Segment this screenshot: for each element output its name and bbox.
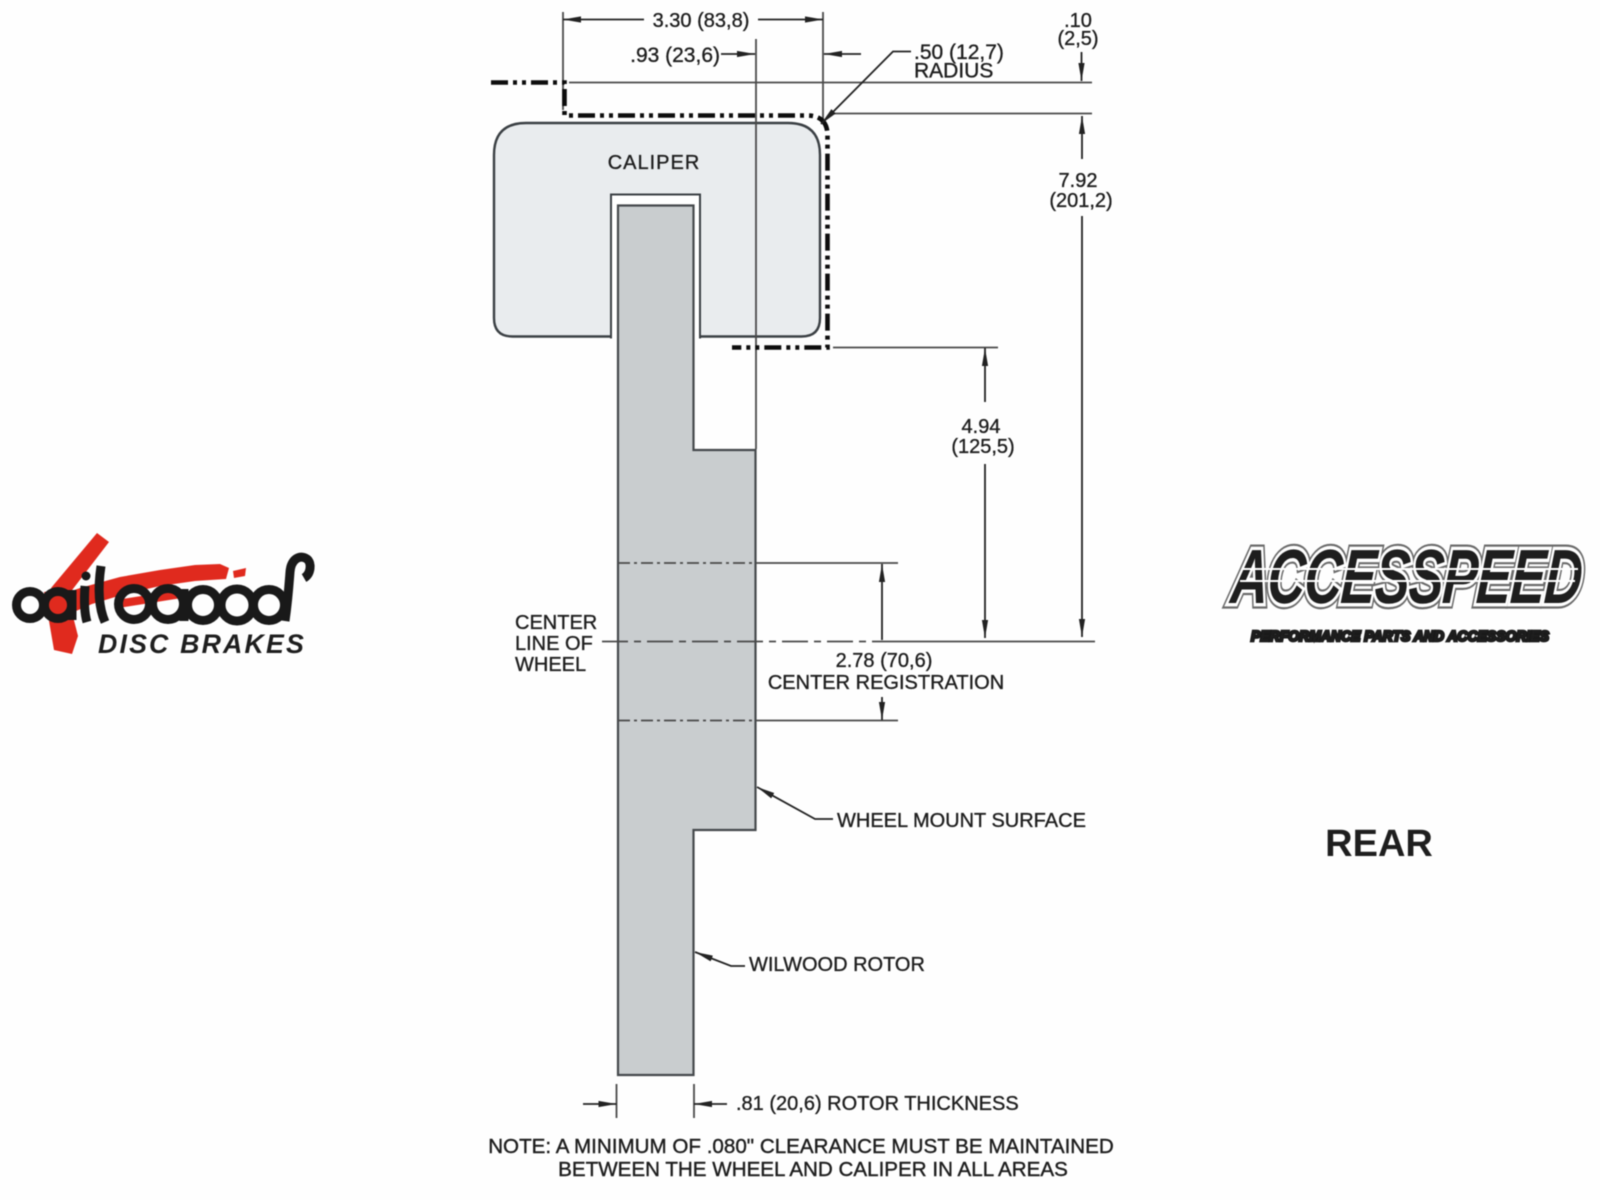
- svg-text:(201,2): (201,2): [1049, 190, 1112, 212]
- svg-text:ACCESSPEED: ACCESSPEED: [1227, 533, 1585, 619]
- svg-text:REAR: REAR: [1325, 823, 1433, 865]
- svg-text:NOTE: A MINIMUM OF .080" CLEAR: NOTE: A MINIMUM OF .080" CLEARANCE MUST …: [488, 1135, 1114, 1158]
- svg-text:RADIUS: RADIUS: [914, 60, 993, 83]
- svg-text:.81 (20,6) ROTOR THICKNESS: .81 (20,6) ROTOR THICKNESS: [736, 1093, 1019, 1115]
- svg-text:.93 (23,6): .93 (23,6): [630, 44, 720, 67]
- svg-text:3.30 (83,8): 3.30 (83,8): [653, 10, 750, 32]
- svg-text:BETWEEN THE WHEEL AND CALIPER: BETWEEN THE WHEEL AND CALIPER IN ALL ARE…: [558, 1158, 1068, 1181]
- svg-text:ACCESSPEED: ACCESSPEED: [1227, 533, 1585, 619]
- svg-text:WHEEL MOUNT SURFACE: WHEEL MOUNT SURFACE: [837, 810, 1086, 832]
- svg-text:CENTER: CENTER: [515, 612, 597, 634]
- svg-text:(125,5): (125,5): [951, 436, 1014, 458]
- svg-text:4.94: 4.94: [962, 416, 1001, 438]
- svg-text:2.78 (70,6): 2.78 (70,6): [836, 650, 933, 672]
- svg-text:.50 (12,7): .50 (12,7): [914, 41, 1004, 64]
- svg-text:(2,5): (2,5): [1057, 28, 1098, 50]
- svg-text:CENTER REGISTRATION: CENTER REGISTRATION: [768, 672, 1004, 694]
- svg-text:ACCESSPEED: ACCESSPEED: [1227, 533, 1585, 619]
- svg-text:LINE OF: LINE OF: [515, 633, 593, 655]
- svg-text:WILWOOD ROTOR: WILWOOD ROTOR: [749, 954, 925, 976]
- svg-text:7.92: 7.92: [1059, 170, 1098, 192]
- svg-text:.10: .10: [1064, 10, 1092, 32]
- svg-text:CALIPER: CALIPER: [608, 152, 701, 174]
- svg-text:WHEEL: WHEEL: [515, 654, 586, 676]
- svg-text:DISC BRAKES: DISC BRAKES: [98, 629, 306, 659]
- svg-text:PERFORMANCE PARTS AND ACCESSOR: PERFORMANCE PARTS AND ACCESSORIES: [1251, 629, 1549, 645]
